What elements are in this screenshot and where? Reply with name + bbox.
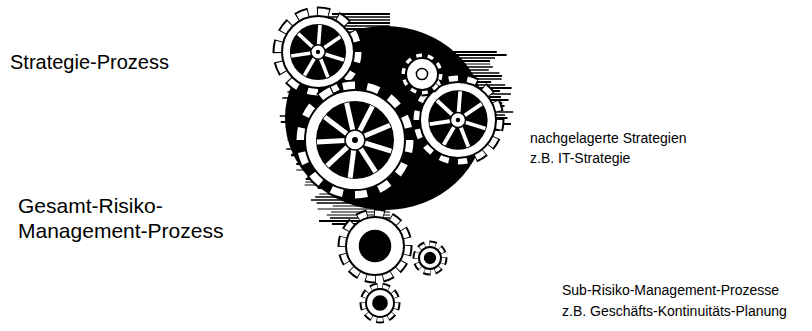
dark-mass: [285, 26, 485, 210]
gear-hub: [311, 45, 325, 59]
gear-label: Sub-Risiko-Management-Prozesse z.B. Gesc…: [562, 280, 798, 322]
gear-axle: [456, 118, 461, 123]
gear: [305, 90, 405, 190]
gear-hub: [345, 130, 365, 150]
streak-line: [317, 202, 390, 203]
gear-inner: [428, 90, 487, 149]
streak-line: [430, 57, 495, 58]
gear: [406, 58, 438, 90]
gear-teeth-outline: [282, 16, 354, 88]
gear-teeth-outline: [346, 217, 404, 275]
gear-teeth: [420, 82, 496, 158]
gear-teeth-outline: [305, 90, 405, 190]
streak-line: [430, 69, 489, 71]
gear-body: [346, 217, 404, 275]
gear-teeth: [282, 16, 354, 88]
streak-line: [311, 199, 390, 201]
gear-teeth: [305, 90, 405, 190]
gear-inner: [290, 24, 346, 80]
gear-teeth: [406, 58, 438, 90]
gear-body: [305, 90, 405, 190]
gear-axle: [316, 50, 320, 54]
streak-line: [430, 51, 497, 53]
gear: [419, 247, 441, 269]
gear-label: Gesamt-Risiko- Management-Prozess: [18, 193, 258, 243]
gear-body: [406, 58, 438, 90]
gear-teeth: [419, 247, 441, 269]
gear-label: nachgelagerte Strategien z.B. IT-Strateg…: [530, 128, 702, 168]
gear-teeth-outline: [406, 58, 438, 90]
gear: [346, 217, 404, 275]
gear-hub: [424, 252, 436, 264]
gear-label: Strategie-Prozess: [10, 50, 169, 74]
gear-teeth: [366, 289, 394, 317]
gear-body: [366, 289, 394, 317]
gear-inner: [316, 101, 394, 179]
gear-teeth-outline: [366, 289, 394, 317]
gear-hole: [416, 68, 427, 79]
gear: [420, 82, 496, 158]
gear-teeth: [346, 217, 404, 275]
gear: [366, 289, 394, 317]
gear-body: [420, 82, 496, 158]
gear-axle: [352, 137, 358, 143]
gear: [282, 16, 354, 88]
streak-line: [315, 196, 390, 198]
gear-teeth-outline: [420, 82, 496, 158]
gear-hub: [359, 230, 391, 262]
gear-teeth-outline: [419, 247, 441, 269]
streak-line: [333, 205, 390, 206]
gear-body: [282, 16, 354, 88]
gear-body: [419, 247, 441, 269]
streak-line: [430, 54, 507, 56]
gear-hub: [372, 295, 388, 311]
motion-streaks: [280, 14, 514, 224]
gear-hub: [450, 112, 465, 127]
